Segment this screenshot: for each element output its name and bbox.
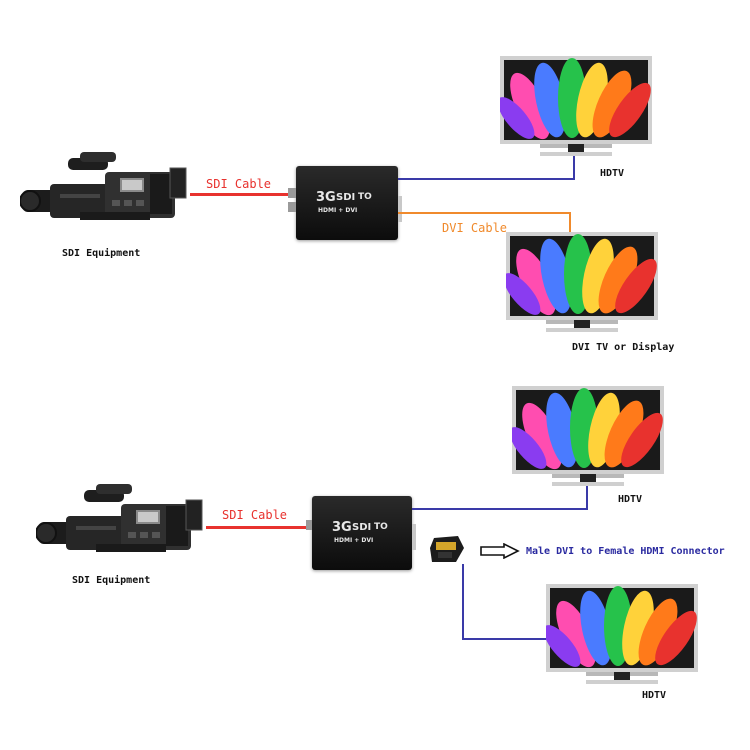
sdi-to-hdmi-dvi-converter: 3G SDI TO HDMI + DVI xyxy=(306,496,416,570)
sdi-camera-icon xyxy=(20,152,187,220)
sdi-camera-icon xyxy=(36,484,203,552)
converter-outputs: HDMI + DVI xyxy=(334,537,374,544)
sdi-cable-line xyxy=(190,193,292,196)
monitor-screen-icon xyxy=(497,56,652,156)
hdmi-cable-line xyxy=(398,178,574,180)
converter-brand: 3G xyxy=(316,190,336,205)
hdmi-cable-line xyxy=(586,480,588,510)
converter-sdi: SDI xyxy=(352,522,372,533)
converter-to: TO xyxy=(358,192,372,202)
bnc-connector xyxy=(288,202,296,212)
dvi-display-monitor xyxy=(503,232,658,334)
hdmi-cable-line xyxy=(462,638,550,640)
dvi-hdmi-adapter-icon xyxy=(430,536,464,562)
bnc-connector xyxy=(288,188,296,198)
converter-sdi: SDI xyxy=(336,192,356,203)
adapter-label: Male DVI to Female HDMI Connector xyxy=(526,546,725,557)
sdi-cable-line xyxy=(206,526,310,529)
bnc-connector xyxy=(306,520,312,530)
dvi-cable-label: DVI Cable xyxy=(442,221,508,235)
dvi-port xyxy=(398,196,402,222)
sdi-equipment-label: SDI Equipment xyxy=(72,575,151,586)
hdmi-cable-line xyxy=(462,564,464,640)
dvi-port xyxy=(412,524,416,550)
hdtv-monitor xyxy=(543,584,698,686)
hdmi-cable-line xyxy=(412,508,588,510)
monitor-screen-icon xyxy=(509,386,664,486)
hdmi-cable-line xyxy=(573,150,575,180)
sdi-equipment-label: SDI Equipment xyxy=(62,248,141,259)
dvi-display-label: DVI TV or Display xyxy=(572,342,675,353)
converter-to: TO xyxy=(374,522,388,532)
sdi-to-hdmi-dvi-converter: 3G SDI TO HDMI + DVI xyxy=(288,166,402,240)
monitor-screen-icon xyxy=(543,584,698,684)
dvi-cable-line xyxy=(398,212,570,214)
sdi-cable-label: SDI Cable xyxy=(222,508,288,522)
hdtv-monitor xyxy=(509,386,664,488)
monitor-screen-icon xyxy=(503,232,658,332)
converter-brand: 3G xyxy=(332,520,352,535)
converter-outputs: HDMI + DVI xyxy=(318,207,358,214)
hdtv-label: HDTV xyxy=(642,690,667,701)
hdtv-label: HDTV xyxy=(600,168,625,179)
dvi-cable-line xyxy=(569,212,571,238)
arrow-right-icon xyxy=(480,543,520,559)
sdi-cable-label: SDI Cable xyxy=(206,177,272,191)
hdtv-label: HDTV xyxy=(618,494,643,505)
hdtv-monitor xyxy=(497,56,652,158)
